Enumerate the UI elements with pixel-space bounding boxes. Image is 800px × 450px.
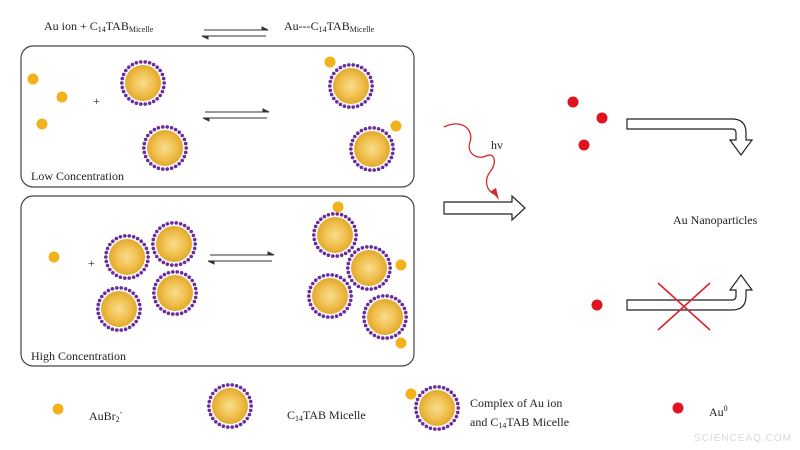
- low-concentration-label: Low Concentration: [31, 169, 124, 183]
- light-wave-icon: [443, 123, 496, 195]
- plus-sign-high: +: [88, 256, 95, 270]
- complex-micelle: [349, 126, 396, 172]
- complex-micelle: [312, 212, 359, 258]
- aubr2-ion: [36, 118, 48, 130]
- micelle: [96, 286, 142, 332]
- micelle: [104, 234, 150, 280]
- micelle: [120, 60, 166, 106]
- legend-complex-label-1: Complex of Au ion: [470, 396, 563, 410]
- au0-atom: [596, 112, 608, 124]
- au0-atom: [578, 139, 590, 151]
- equilibrium-arrow-low: [202, 108, 270, 122]
- legend-au0-label: Au0: [709, 404, 728, 419]
- equation-left: Au ion + C14TABMicelle: [44, 19, 154, 34]
- micelle: [151, 221, 197, 267]
- complex-micelle: [362, 294, 409, 340]
- legend-aubr2-label: AuBr2-: [89, 408, 123, 424]
- complex-micelle: [346, 245, 393, 291]
- light-wave-arrowhead: [491, 188, 499, 200]
- legend-aubr2-icon: [52, 403, 64, 415]
- legend-au0-icon: [672, 402, 684, 414]
- complex-micelle: [307, 273, 354, 319]
- bound-aubr2-ion: [324, 56, 336, 68]
- equilibrium-arrow-high: [207, 251, 275, 265]
- light-label: hv: [491, 138, 503, 152]
- au0-atom: [591, 299, 603, 311]
- watermark: SCIENCEAQ.COM: [693, 433, 792, 444]
- low-concentration-panel: [20, 45, 415, 188]
- aubr2-ion: [56, 91, 68, 103]
- high-concentration-label: High Concentration: [31, 349, 126, 363]
- blocked-arrow: [626, 273, 754, 311]
- growth-arrow: [626, 118, 754, 157]
- legend-complex-label-2: and C14TAB Micelle: [470, 415, 570, 430]
- complex-micelle: [328, 63, 375, 109]
- blocked-cross-icon: [657, 282, 711, 331]
- legend-complex-ion-icon: [405, 388, 417, 400]
- bound-aubr2-ion: [390, 120, 402, 132]
- micelle: [142, 125, 188, 171]
- au0-atom: [567, 96, 579, 108]
- bound-aubr2-ion: [395, 259, 407, 271]
- bound-aubr2-ion: [395, 337, 407, 349]
- equilibrium-arrow-title: [201, 26, 269, 40]
- aubr2-ion: [27, 73, 39, 85]
- equation-right: Au---C14TABMicelle: [284, 19, 375, 34]
- bound-aubr2-ion: [332, 201, 344, 213]
- au-nanoparticles-label: Au Nanoparticles: [673, 213, 758, 227]
- high-concentration-panel: [20, 195, 415, 367]
- legend-complex-icon: [414, 385, 461, 431]
- micelle: [152, 270, 198, 316]
- legend-micelle-icon: [207, 383, 253, 429]
- legend-micelle-label: C14TAB Micelle: [287, 408, 366, 423]
- reaction-arrow: [443, 194, 526, 222]
- aubr2-ion: [48, 251, 60, 263]
- plus-sign-low: +: [93, 94, 100, 108]
